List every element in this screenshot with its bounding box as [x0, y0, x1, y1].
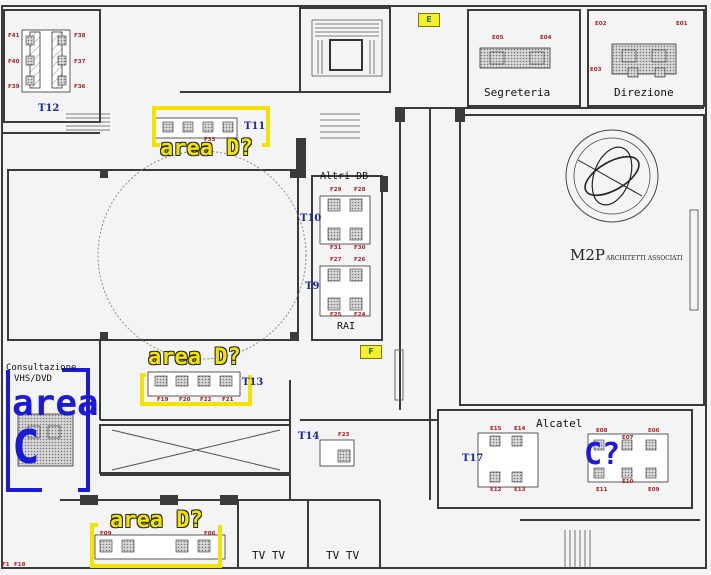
- room-tv-2: TV TV: [326, 549, 360, 562]
- seat-label: F30: [354, 245, 366, 251]
- seat-label: E01: [676, 21, 688, 27]
- seat-label: F06: [204, 531, 216, 537]
- room-altri-db: Altri DB: [320, 171, 369, 182]
- seat-label: F39: [8, 84, 20, 90]
- table-t12: T12: [38, 103, 60, 114]
- sign-f: F: [360, 345, 382, 359]
- sign-e: E: [418, 13, 440, 27]
- seat-label: F1: [2, 562, 10, 568]
- room-vhs-dvd: VHS/DVD: [14, 374, 52, 384]
- seat-label: E03: [590, 67, 602, 73]
- seat-label: F41: [8, 33, 20, 39]
- table-t10: T10: [300, 213, 322, 224]
- columns: [80, 108, 465, 505]
- chairs: [25, 35, 667, 553]
- company-name: M2P: [570, 246, 605, 264]
- seat-label: F20: [179, 397, 191, 403]
- seat-label: E09: [648, 487, 660, 493]
- hall-circle: [97, 150, 307, 360]
- seat-label: E11: [596, 487, 608, 493]
- corridor-cross: [111, 429, 281, 471]
- seat-label: E04: [540, 35, 552, 41]
- seat-label: F36: [74, 84, 86, 90]
- seat-label: E10: [622, 479, 634, 485]
- area-d-outlines: [90, 106, 270, 568]
- room-segreteria: Segreteria: [484, 86, 551, 99]
- seat-label: F21: [222, 397, 234, 403]
- area-c-left-letter: C: [12, 420, 40, 474]
- seat-label: F40: [8, 59, 20, 65]
- seat-label: F37: [74, 59, 86, 65]
- seat-label: F18: [14, 562, 26, 568]
- desks: [17, 29, 677, 560]
- seat-label: F22: [200, 397, 212, 403]
- seat-label: E07: [622, 435, 634, 441]
- table-t14: T14: [298, 431, 320, 442]
- seat-label: F23: [338, 432, 350, 438]
- room-direzione: Direzione: [614, 86, 674, 99]
- area-d-bottom-label: area D?: [110, 508, 203, 533]
- table-t13: T13: [242, 377, 264, 388]
- room-rai: RAI: [337, 321, 356, 332]
- area-d-top-label: area D?: [160, 136, 253, 161]
- area-d-middle-label: area D?: [148, 345, 241, 370]
- table-t17: T17: [462, 453, 484, 464]
- seat-label: E08: [596, 428, 608, 434]
- seat-label: E13: [514, 487, 526, 493]
- seat-label: F27: [330, 257, 342, 263]
- seat-label: F19: [157, 397, 169, 403]
- seat-label: F29: [330, 187, 342, 193]
- seat-label: F28: [354, 187, 366, 193]
- seat-label: F09: [100, 531, 112, 537]
- room-tv-1: TV TV: [252, 549, 286, 562]
- seat-label: E02: [595, 21, 607, 27]
- office-windows: [394, 209, 699, 401]
- seat-label: F26: [354, 257, 366, 263]
- seat-label: F25: [330, 312, 342, 318]
- walls: [1, 5, 707, 569]
- seal-logo: [565, 129, 659, 223]
- area-c-outline: [6, 368, 90, 492]
- company-subtitle: ARCHITETTI ASSOCIATI: [606, 255, 683, 262]
- seat-label: E15: [490, 426, 502, 432]
- seat-label: F33: [204, 137, 216, 143]
- seat-label: F24: [354, 312, 366, 318]
- seat-label: E05: [492, 35, 504, 41]
- room-consultazione: Consultazione: [6, 363, 77, 373]
- seat-label: E14: [514, 426, 526, 432]
- table-t11: T11: [244, 121, 266, 132]
- seat-label: F38: [74, 33, 86, 39]
- table-t9: T9: [305, 281, 320, 292]
- area-c-left-label: area: [12, 383, 99, 424]
- seat-label: F31: [330, 245, 342, 251]
- stairs: [66, 19, 591, 568]
- room-alcatel: Alcatel: [536, 417, 583, 430]
- area-c-right-label: C?: [584, 437, 621, 472]
- seat-label: E06: [648, 428, 660, 434]
- seat-label: E12: [490, 487, 502, 493]
